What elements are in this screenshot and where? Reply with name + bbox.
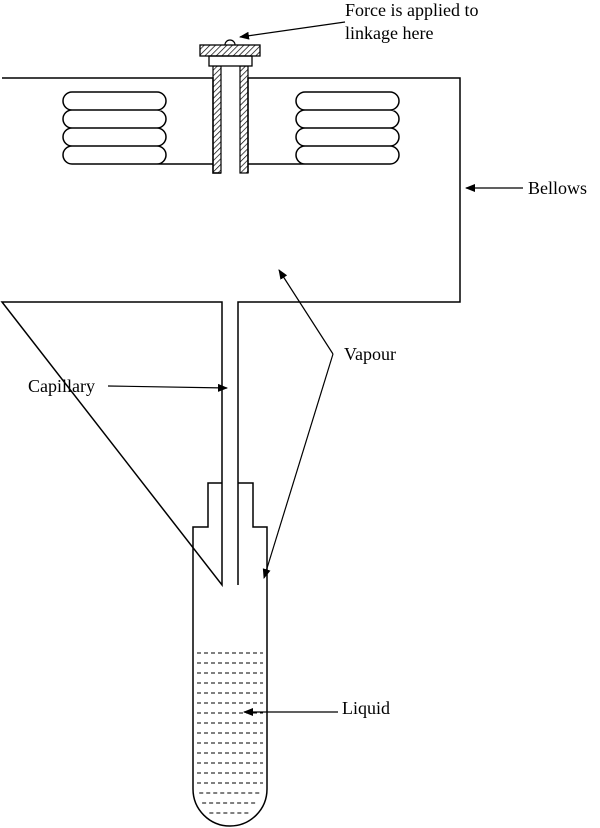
liquid-label: Liquid bbox=[342, 698, 390, 718]
bellows-chamber bbox=[0, 77, 461, 588]
capillary-arrow bbox=[107, 383, 228, 392]
linkage-collar bbox=[208, 55, 253, 67]
bellows-left-convolutions bbox=[62, 91, 213, 165]
linkage-stem-right-wall bbox=[239, 65, 249, 174]
liquid-fill bbox=[197, 652, 263, 814]
force-label-line1: Force is applied to bbox=[345, 0, 478, 20]
capillary-label: Capillary bbox=[28, 376, 95, 396]
linkage-stem-left-wall bbox=[212, 65, 222, 174]
bulb bbox=[192, 482, 268, 827]
force-arrow bbox=[239, 21, 346, 40]
force-label-line2: linkage here bbox=[345, 23, 433, 43]
vapour-arrow-upper bbox=[278, 269, 334, 355]
vapour-label: Vapour bbox=[344, 344, 396, 364]
vapour-arrow-lower bbox=[262, 353, 334, 579]
linkage-top-plate bbox=[199, 44, 261, 57]
linkage-knob bbox=[224, 39, 236, 46]
bellows-label: Bellows bbox=[528, 178, 587, 198]
bellows-right-convolutions bbox=[248, 91, 400, 165]
